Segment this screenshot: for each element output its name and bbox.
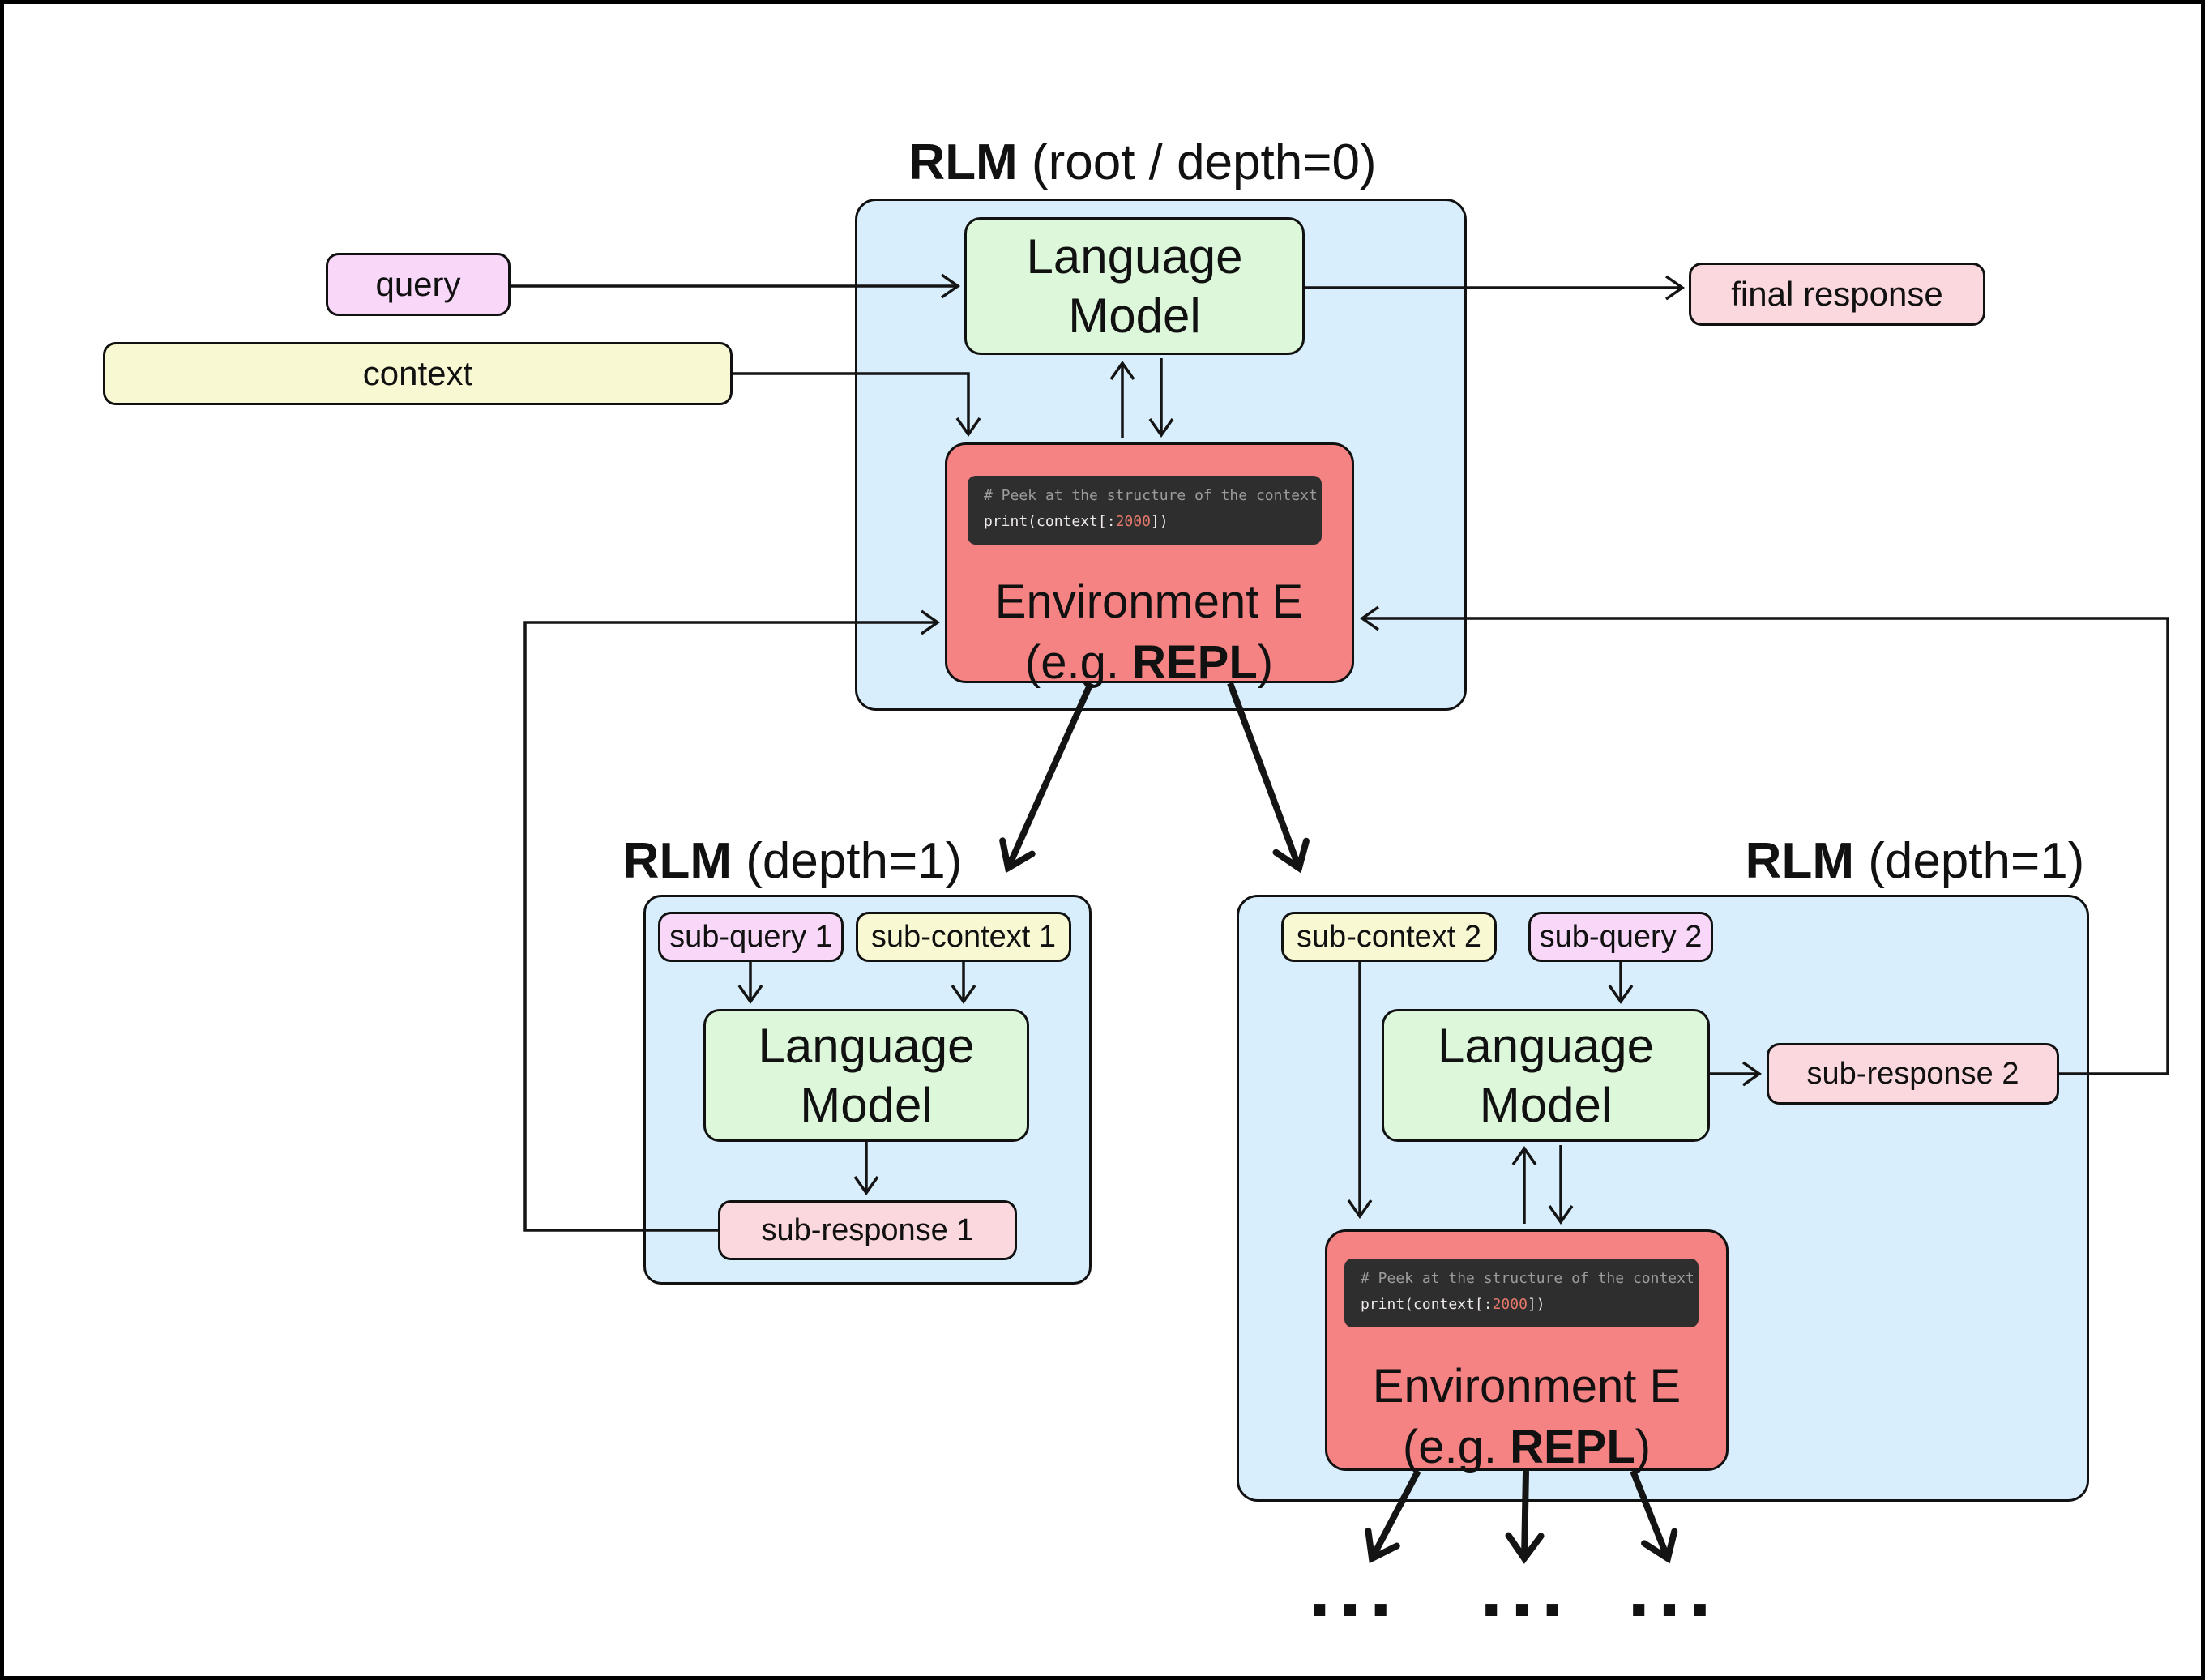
right-environment-label: Environment E (e.g. REPL) (1373, 1356, 1681, 1478)
root-environment-title: Environment E (994, 575, 1304, 628)
right-environment-title: Environment E (1372, 1360, 1682, 1413)
left-sub-context-pill: sub-context 1 (856, 912, 1071, 962)
left-sub-response-pill: sub-response 1 (718, 1200, 1017, 1260)
right-language-model-box: Language Model (1382, 1009, 1710, 1142)
root-environment-label: Environment E (e.g. REPL) (995, 571, 1303, 694)
right-sub-context-pill: sub-context 2 (1281, 912, 1497, 962)
arrow-root-environment-spawn-right-rlm (1227, 682, 1310, 874)
right-code-comment: # Peek at the structure of the context (1361, 1270, 1694, 1287)
left-language-model-box: Language Model (703, 1009, 1029, 1142)
context-pill: context (103, 342, 733, 405)
right-sub-context-label: sub-context 2 (1296, 919, 1482, 954)
root-code-snippet: # Peek at the structure of the context p… (968, 476, 1322, 545)
root-code-print: print(context[: (984, 513, 1116, 530)
right-sub-query-pill: sub-query 2 (1528, 912, 1713, 962)
left-rlm-title: RLM (depth=1) (622, 833, 963, 889)
root-rlm-title-bold: RLM (908, 135, 1018, 190)
right-environment-subtitle: (e.g. REPL) (1402, 1421, 1652, 1474)
root-code-number: 2000 (1115, 513, 1151, 530)
right-sub-response-label: sub-response 2 (1806, 1056, 2019, 1091)
right-rlm-title: RLM (depth=1) (1745, 833, 2085, 889)
left-sub-query-label: sub-query 1 (669, 919, 832, 954)
context-label: context (362, 354, 473, 392)
root-code-comment: # Peek at the structure of the context (984, 487, 1318, 504)
right-code-number: 2000 (1492, 1296, 1528, 1313)
root-environment-subtitle: (e.g. REPL) (1024, 636, 1274, 690)
right-sub-query-label: sub-query 2 (1539, 919, 1703, 954)
root-rlm-title-rest: (root / depth=0) (1017, 135, 1377, 190)
final-response-pill: final response (1689, 263, 1985, 326)
right-code-suffix: ]) (1527, 1296, 1545, 1313)
root-language-model-label: Language Model (1026, 229, 1243, 343)
right-language-model-label: Language Model (1438, 1018, 1654, 1132)
query-label: query (375, 265, 461, 303)
right-sub-response-pill: sub-response 2 (1767, 1043, 2059, 1105)
root-code-suffix: ]) (1150, 513, 1169, 530)
arrow-root-environment-spawn-left-rlm (999, 682, 1094, 874)
final-response-label: final response (1731, 275, 1943, 313)
left-sub-query-pill: sub-query 1 (658, 912, 844, 962)
right-code-print: print(context[: (1361, 1296, 1493, 1313)
left-sub-context-label: sub-context 1 (870, 919, 1057, 954)
root-language-model-box: Language Model (964, 217, 1305, 355)
right-code-snippet: # Peek at the structure of the context p… (1344, 1259, 1699, 1327)
query-pill: query (326, 253, 511, 316)
recursion-ellipsis-middle: ... (1480, 1543, 1572, 1634)
root-rlm-title: RLM (root / depth=0) (908, 134, 1376, 191)
recursion-ellipsis-right: ... (1627, 1543, 1720, 1634)
left-language-model-label: Language Model (758, 1018, 975, 1132)
left-sub-response-label: sub-response 1 (761, 1212, 974, 1247)
recursion-ellipsis-left: ... (1308, 1543, 1400, 1634)
